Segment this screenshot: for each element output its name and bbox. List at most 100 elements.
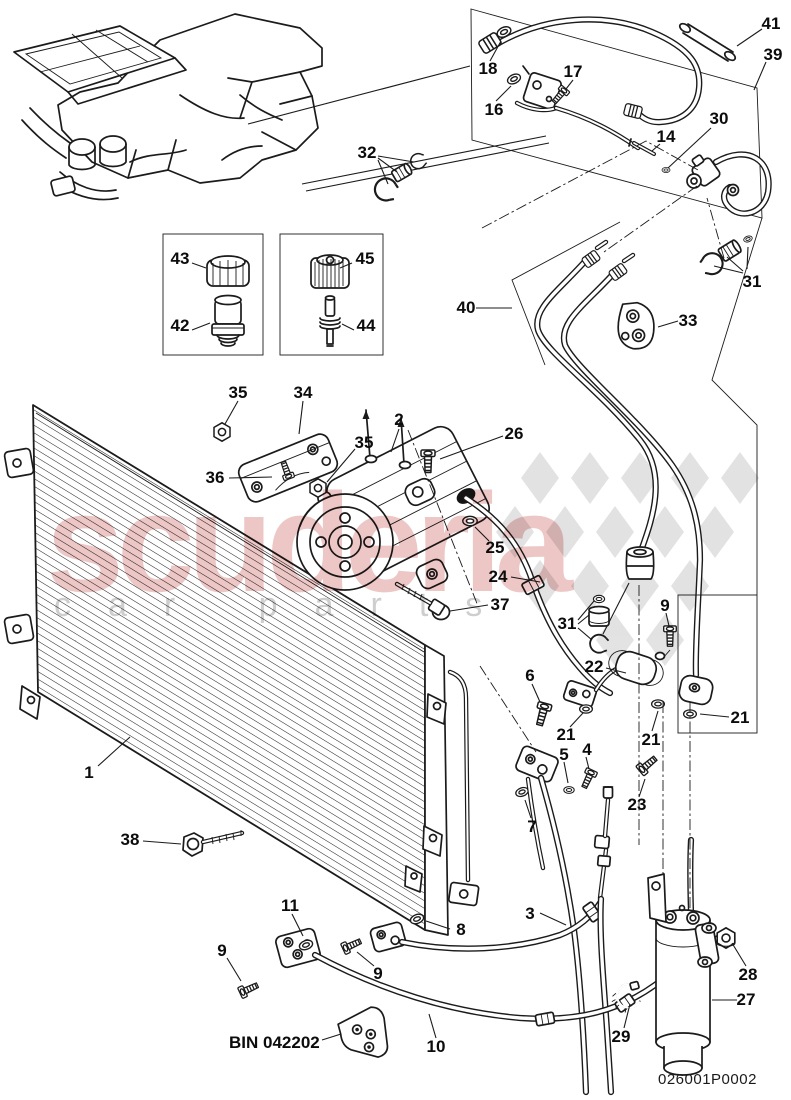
part-label-30: 30: [709, 109, 729, 128]
receiver-drier-27: [611, 873, 736, 1076]
part-label-24: 24: [488, 567, 508, 586]
part-label-1: 1: [84, 763, 94, 782]
oring-25: [462, 515, 478, 527]
part-label-9-top: 9: [660, 596, 670, 615]
service-valve-box-left: [162, 233, 264, 356]
hose-24-flange: [562, 680, 598, 708]
bracket-33: [617, 301, 655, 350]
line-end-fitting: [625, 546, 655, 580]
nut-28: [716, 927, 736, 949]
part-label-35-b: 35: [354, 433, 374, 452]
nut-35-a: [213, 422, 231, 442]
muffler-port: [654, 651, 666, 661]
nut-35-b: [309, 478, 327, 498]
part-label-6: 6: [525, 666, 535, 685]
part-label-5: 5: [559, 745, 569, 764]
part-label-17: 17: [563, 62, 583, 81]
screw-9-mid: [339, 935, 364, 956]
part-label-14: 14: [656, 127, 676, 146]
clamp-29: [611, 980, 641, 1013]
snapring-set-31-top: [697, 234, 754, 279]
cap-45: [310, 254, 350, 289]
part-label-22: 22: [584, 657, 604, 676]
snapring-set-31-mid: [577, 594, 612, 656]
part-label-39: 39: [763, 45, 783, 64]
screw-9-left: [236, 979, 261, 1000]
valve-42: [211, 294, 245, 347]
part-label-4: 4: [582, 740, 592, 759]
fitting-block-right: [678, 674, 714, 706]
part-label-43: 43: [170, 249, 190, 268]
receiver-bracket: [647, 873, 667, 923]
suction-elbow: [404, 477, 436, 507]
part-label-33: 33: [678, 311, 698, 330]
fitting-30: [686, 151, 772, 217]
part-label-11: 11: [281, 896, 299, 915]
condenser-outlet-tube: [447, 669, 480, 907]
compressor-studs: [362, 409, 412, 470]
muffler-22: [593, 625, 714, 706]
leader-lines: [97, 28, 767, 1041]
screw-9-top: [663, 625, 677, 647]
bin-bracket: [337, 1006, 389, 1058]
diagram-code: 026001P0002: [658, 1071, 757, 1088]
part-label-45: 45: [355, 249, 375, 268]
bin-number-label: BIN 042202: [229, 1033, 320, 1052]
bolt-38: [182, 830, 245, 857]
part-label-34: 34: [293, 383, 313, 402]
part-label-21-mid: 21: [641, 730, 661, 749]
valve-core-44: [319, 295, 341, 347]
service-valve-box-right: [279, 233, 384, 356]
hose-10: [275, 927, 722, 1027]
part-label-16: 16: [484, 100, 504, 119]
part-label-9-mid: 9: [373, 964, 383, 983]
compressor-ear: [415, 558, 449, 590]
checker-diamonds: [496, 452, 759, 666]
pipe-assembly-39: [470, 8, 772, 219]
part-label-28: 28: [738, 965, 758, 984]
hvac-leader-line-1: [247, 65, 471, 125]
bolt-37: [394, 581, 451, 621]
bracket-34: [213, 422, 339, 503]
part-label-31-top: 31: [742, 272, 762, 291]
hose-24: [462, 494, 614, 708]
hose-3: [369, 786, 615, 1096]
part-label-9-left: 9: [217, 941, 227, 960]
centerlines: [407, 140, 725, 908]
oring-21-left: [578, 704, 594, 714]
part-label-31-mid: 31: [557, 614, 577, 633]
part-label-32: 32: [357, 143, 377, 162]
part-label-41: 41: [761, 14, 781, 33]
snapring-set-32: [370, 151, 429, 206]
refrigerant-lines-40: [511, 217, 763, 916]
part-label-37: 37: [490, 595, 510, 614]
oring-16: [505, 71, 523, 87]
condenser-drawing: [3, 404, 480, 936]
condenser-right-tank: [404, 644, 449, 936]
part-label-21-left: 21: [556, 725, 576, 744]
part-label-38: 38: [120, 830, 140, 849]
oring-5: [563, 786, 575, 794]
part-label-7: 7: [527, 817, 537, 836]
cap-43: [206, 255, 250, 287]
part-label-25: 25: [485, 538, 505, 557]
evap-flange: [513, 700, 590, 1096]
part-label-26: 26: [504, 424, 524, 443]
bolt-6: [531, 700, 553, 728]
compressor-drawing: [296, 409, 490, 591]
part-label-36: 36: [205, 468, 225, 487]
hvac-leader-line-2: [301, 135, 550, 192]
hvac-filter-frame: [13, 25, 187, 105]
pipe-41: [678, 22, 737, 62]
part-label-27: 27: [736, 990, 756, 1009]
part-label-3: 3: [525, 904, 535, 923]
fitting-4: [578, 766, 599, 791]
part-label-21-right: 21: [730, 708, 750, 727]
oring-21-mid: [650, 699, 666, 709]
condenser-left-tabs: [3, 447, 41, 720]
part-label-29: 29: [611, 1027, 631, 1046]
oring-14-seal: [661, 166, 671, 174]
hvac-unit-drawing: [13, 13, 550, 201]
